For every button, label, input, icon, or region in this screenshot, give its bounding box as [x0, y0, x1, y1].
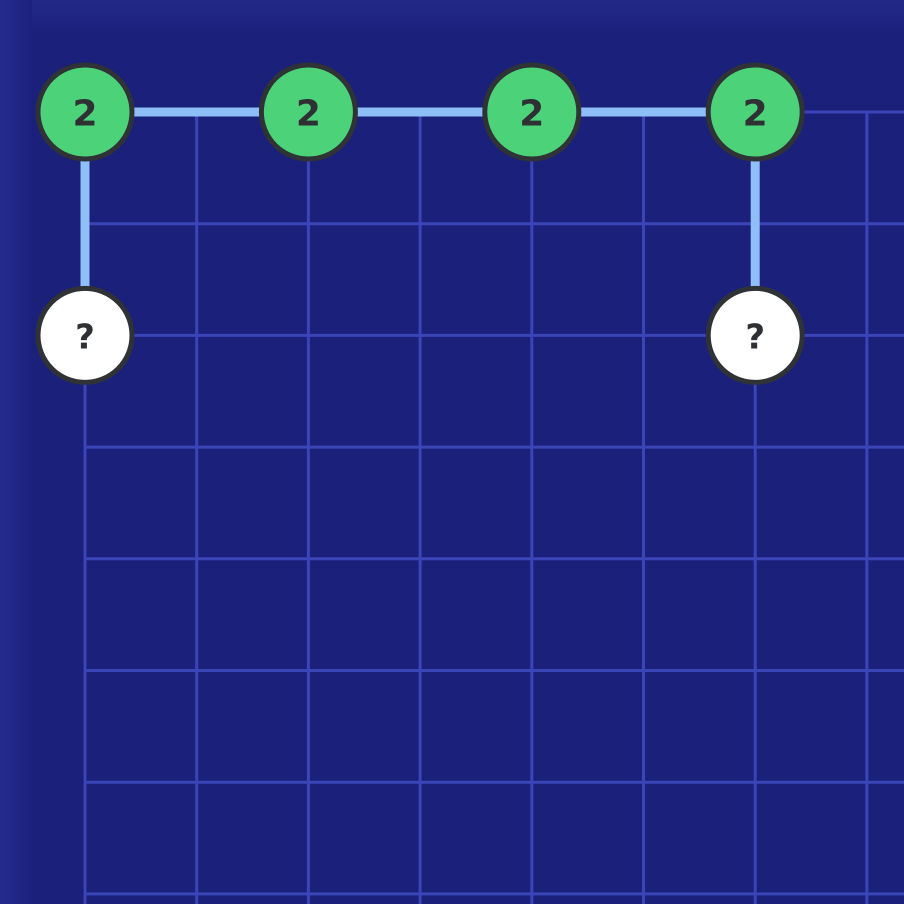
island-node-unknown[interactable]: ?	[705, 285, 805, 385]
island-circle[interactable]	[258, 62, 358, 162]
island-node-solved[interactable]: 2	[705, 62, 805, 162]
board-left-edge	[0, 0, 32, 904]
island-circle[interactable]	[35, 62, 135, 162]
islands: 2 2 2 2??	[35, 62, 805, 385]
board-top-edge	[0, 0, 904, 30]
island-node-solved[interactable]: 2	[258, 62, 358, 162]
island-node-solved[interactable]: 2	[35, 62, 135, 162]
island-label: 2	[296, 94, 321, 135]
island-circle[interactable]	[482, 62, 582, 162]
island-label: ?	[75, 317, 95, 357]
island-circle[interactable]	[705, 285, 805, 385]
island-node-solved[interactable]: 2	[482, 62, 582, 162]
grid-lines	[83, 110, 904, 904]
island-label: 2	[519, 94, 544, 135]
island-label: 2	[72, 94, 97, 135]
island-label: ?	[745, 317, 765, 357]
island-circle[interactable]	[35, 285, 135, 385]
island-label: 2	[743, 94, 768, 135]
island-node-unknown[interactable]: ?	[35, 285, 135, 385]
island-circle[interactable]	[705, 62, 805, 162]
